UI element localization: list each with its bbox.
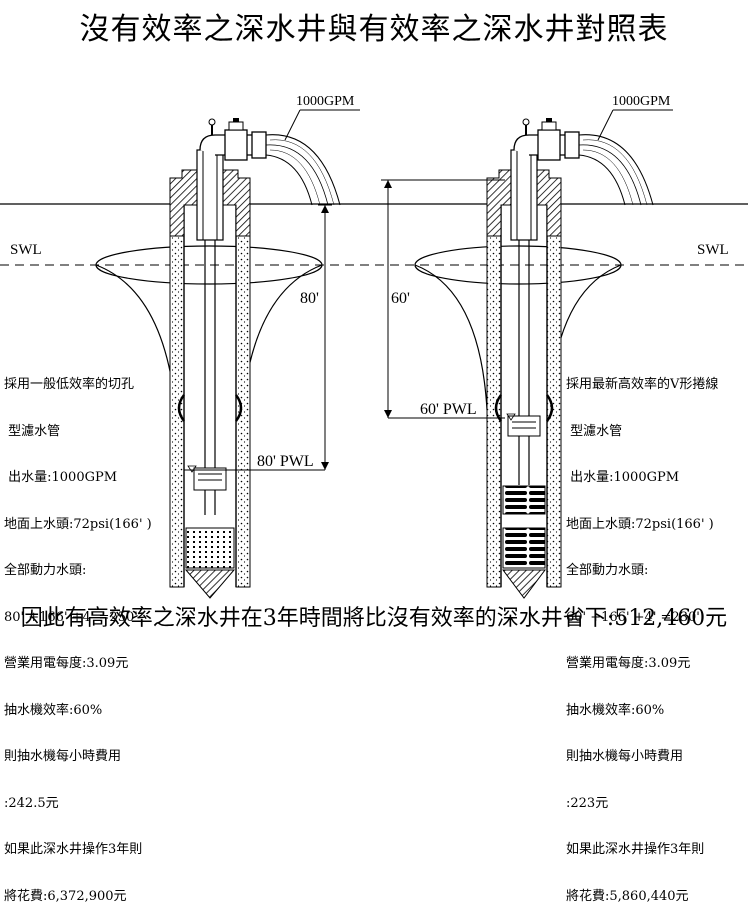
info-line: 抽水機效率:60% [4, 702, 103, 718]
info-line: 將花費:6,372,900元 [4, 888, 127, 904]
info-line: 地面上水頭:72psi(166' ) [566, 516, 714, 532]
info-line: 則抽水機每小時費用 [4, 749, 122, 764]
summary-footer: 因此有高效率之深水井在3年時間將比沒有效率的深水井省下:512,460元 [20, 606, 728, 631]
info-line: 80' +166' +4' =250' [4, 609, 138, 625]
info-line: 全部動力水頭: [566, 563, 649, 578]
right-well [381, 109, 673, 599]
info-line: 營業用電每度:3.09元 [4, 656, 129, 671]
info-line: 如果此深水井操作3年則 [4, 842, 143, 857]
info-line: 則抽水機每小時費用 [566, 749, 684, 764]
info-line: 地面上水頭:72psi(166' ) [4, 516, 152, 532]
info-line: 如果此深水井操作3年則 [566, 842, 705, 857]
info-line: 型濾水管 [4, 423, 61, 439]
info-line: 抽水機效率:60% [566, 702, 665, 718]
info-line: 出水量:1000GPM [4, 470, 118, 485]
info-line: 型濾水管 [566, 423, 623, 439]
well-diagram: 1000GPM 1000GPM SWL SWL 80' 60' 80' PWL … [0, 94, 748, 599]
info-line: 採用最新高效率的V形捲線 [566, 377, 719, 392]
pwl-label-left: 80' PWL [257, 453, 314, 470]
swl-label-left: SWL [10, 242, 42, 258]
info-line: 出水量:1000GPM [566, 470, 680, 485]
info-line: :223元 [566, 795, 609, 811]
info-line: 將花費:5,860,440元 [566, 888, 689, 904]
info-line: 營業用電每度:3.09元 [566, 656, 691, 671]
left-well [95, 109, 360, 599]
flow-label-left: 1000GPM [296, 94, 355, 109]
pwl-label-right: 60' PWL [420, 401, 477, 418]
depth-label-left: 80' [300, 290, 319, 307]
info-line: 全部動力水頭: [4, 563, 87, 578]
info-line: 採用一般低效率的切孔 [4, 377, 135, 392]
flow-label-right: 1000GPM [612, 94, 671, 109]
swl-label-right: SWL [697, 242, 729, 258]
page-title: 沒有效率之深水井與有效率之深水井對照表 [79, 12, 669, 47]
info-line: 60' +166' +4' =230' [566, 609, 700, 625]
info-line: :242.5元 [4, 795, 59, 811]
depth-label-right: 60' [391, 290, 410, 307]
